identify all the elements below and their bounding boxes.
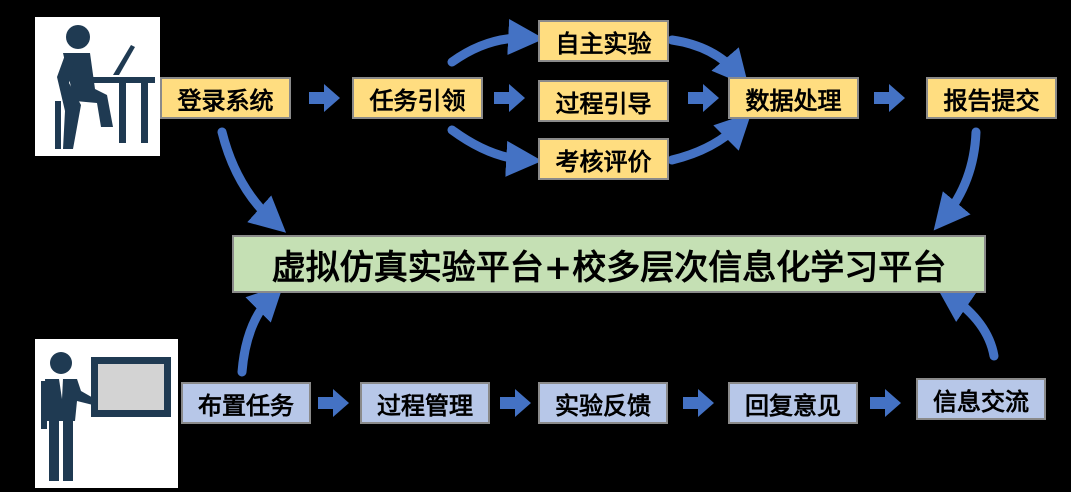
info-exchange-box: 信息交流 bbox=[916, 378, 1046, 420]
assessment-box: 考核评价 bbox=[538, 138, 669, 180]
data-processing-box: 数据处理 bbox=[728, 77, 859, 119]
platform-box: 虚拟仿真实验平台+校多层次信息化学习平台 bbox=[232, 235, 986, 293]
reply-opinion-box: 回复意见 bbox=[728, 382, 858, 424]
teacher-icon-panel bbox=[35, 339, 178, 488]
assign-task-box: 布置任务 bbox=[181, 382, 311, 424]
block-arrows bbox=[309, 84, 905, 417]
process-guide-box: 过程引导 bbox=[538, 80, 669, 122]
experiment-feedback-box: 实验反馈 bbox=[538, 382, 668, 424]
curved-arrows bbox=[217, 19, 999, 377]
task-receive-box: 任务引领 bbox=[352, 77, 483, 119]
teacher-at-board-icon bbox=[41, 352, 171, 481]
login-system-box: 登录系统 bbox=[160, 77, 291, 119]
self-experiment-box: 自主实验 bbox=[538, 20, 669, 62]
process-manage-box: 过程管理 bbox=[360, 382, 490, 424]
student-at-desk-icon bbox=[55, 25, 155, 149]
report-submit-box: 报告提交 bbox=[926, 77, 1057, 119]
student-icon-panel bbox=[35, 17, 160, 156]
